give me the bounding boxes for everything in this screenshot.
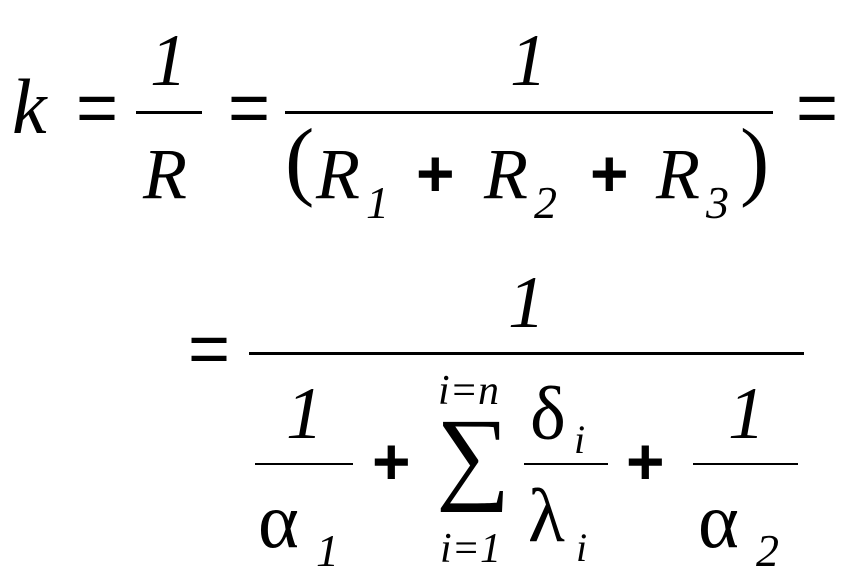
delta-symbol: δ [530, 372, 566, 456]
equals-sign-4: = [188, 309, 231, 389]
fraction-1-numerator: 1 [150, 20, 187, 102]
fraction-2-numerator: 1 [510, 20, 547, 102]
main-fraction-numerator: 1 [508, 262, 545, 344]
summation-symbol: ∑ [436, 398, 511, 513]
subscript-2: 2 [534, 177, 557, 228]
term-1-bar [255, 463, 353, 465]
left-parenthesis: ( [285, 112, 315, 209]
resistance-r2: R [484, 134, 528, 214]
delta-subscript-i: i [574, 417, 586, 462]
alpha-1: α [258, 477, 299, 564]
term-3-bar [693, 463, 798, 465]
lambda-subscript-i: i [576, 525, 588, 570]
alpha-2: α [698, 477, 739, 564]
lambda-symbol: λ [528, 474, 565, 558]
plus-sign-3: + [372, 424, 411, 498]
plus-sign-1: + [416, 136, 455, 210]
term-1-numerator: 1 [286, 373, 323, 455]
plus-sign-2: + [590, 136, 629, 210]
equals-sign-3: = [796, 68, 839, 148]
equals-sign-2: = [228, 68, 271, 148]
subscript-1: 1 [366, 177, 389, 228]
subscript-3: 3 [706, 177, 729, 228]
fraction-1-denominator: R [143, 134, 187, 214]
resistance-r3: R [656, 134, 700, 214]
plus-sign-4: + [626, 424, 665, 498]
variable-k: k [12, 63, 47, 150]
sum-upper-limit: i=n [438, 368, 500, 414]
right-parenthesis: ) [740, 112, 770, 209]
sum-lower-limit: i=1 [440, 526, 502, 572]
equals-sign-1: = [76, 68, 119, 148]
term-2-bar [524, 463, 608, 465]
fraction-2-bar [285, 111, 773, 114]
alpha-subscript-2: 2 [756, 525, 779, 576]
alpha-subscript-1: 1 [316, 525, 339, 576]
fraction-1-bar [136, 111, 202, 114]
main-fraction-bar [249, 352, 804, 355]
term-3-numerator: 1 [728, 373, 765, 455]
resistance-r1: R [316, 134, 360, 214]
